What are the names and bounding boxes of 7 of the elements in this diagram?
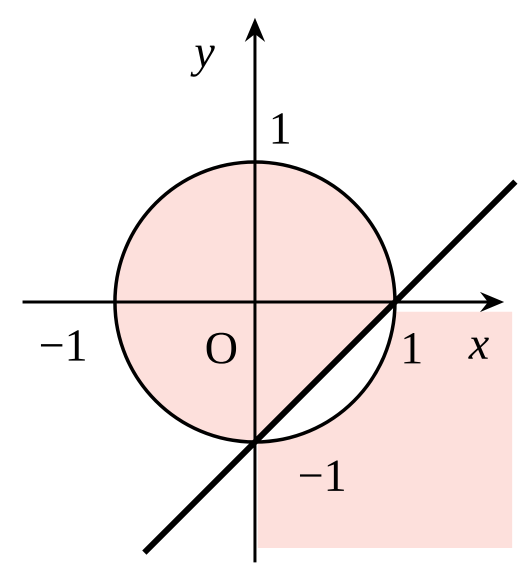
tick-label: −1	[300, 460, 344, 491]
axis-label: x	[468, 338, 489, 359]
origin-label: O	[206, 332, 236, 364]
tick-label: 1	[272, 113, 289, 144]
tick-label: 1	[404, 333, 420, 364]
axis-label: y	[190, 46, 215, 77]
tick-label: −1	[40, 330, 85, 361]
